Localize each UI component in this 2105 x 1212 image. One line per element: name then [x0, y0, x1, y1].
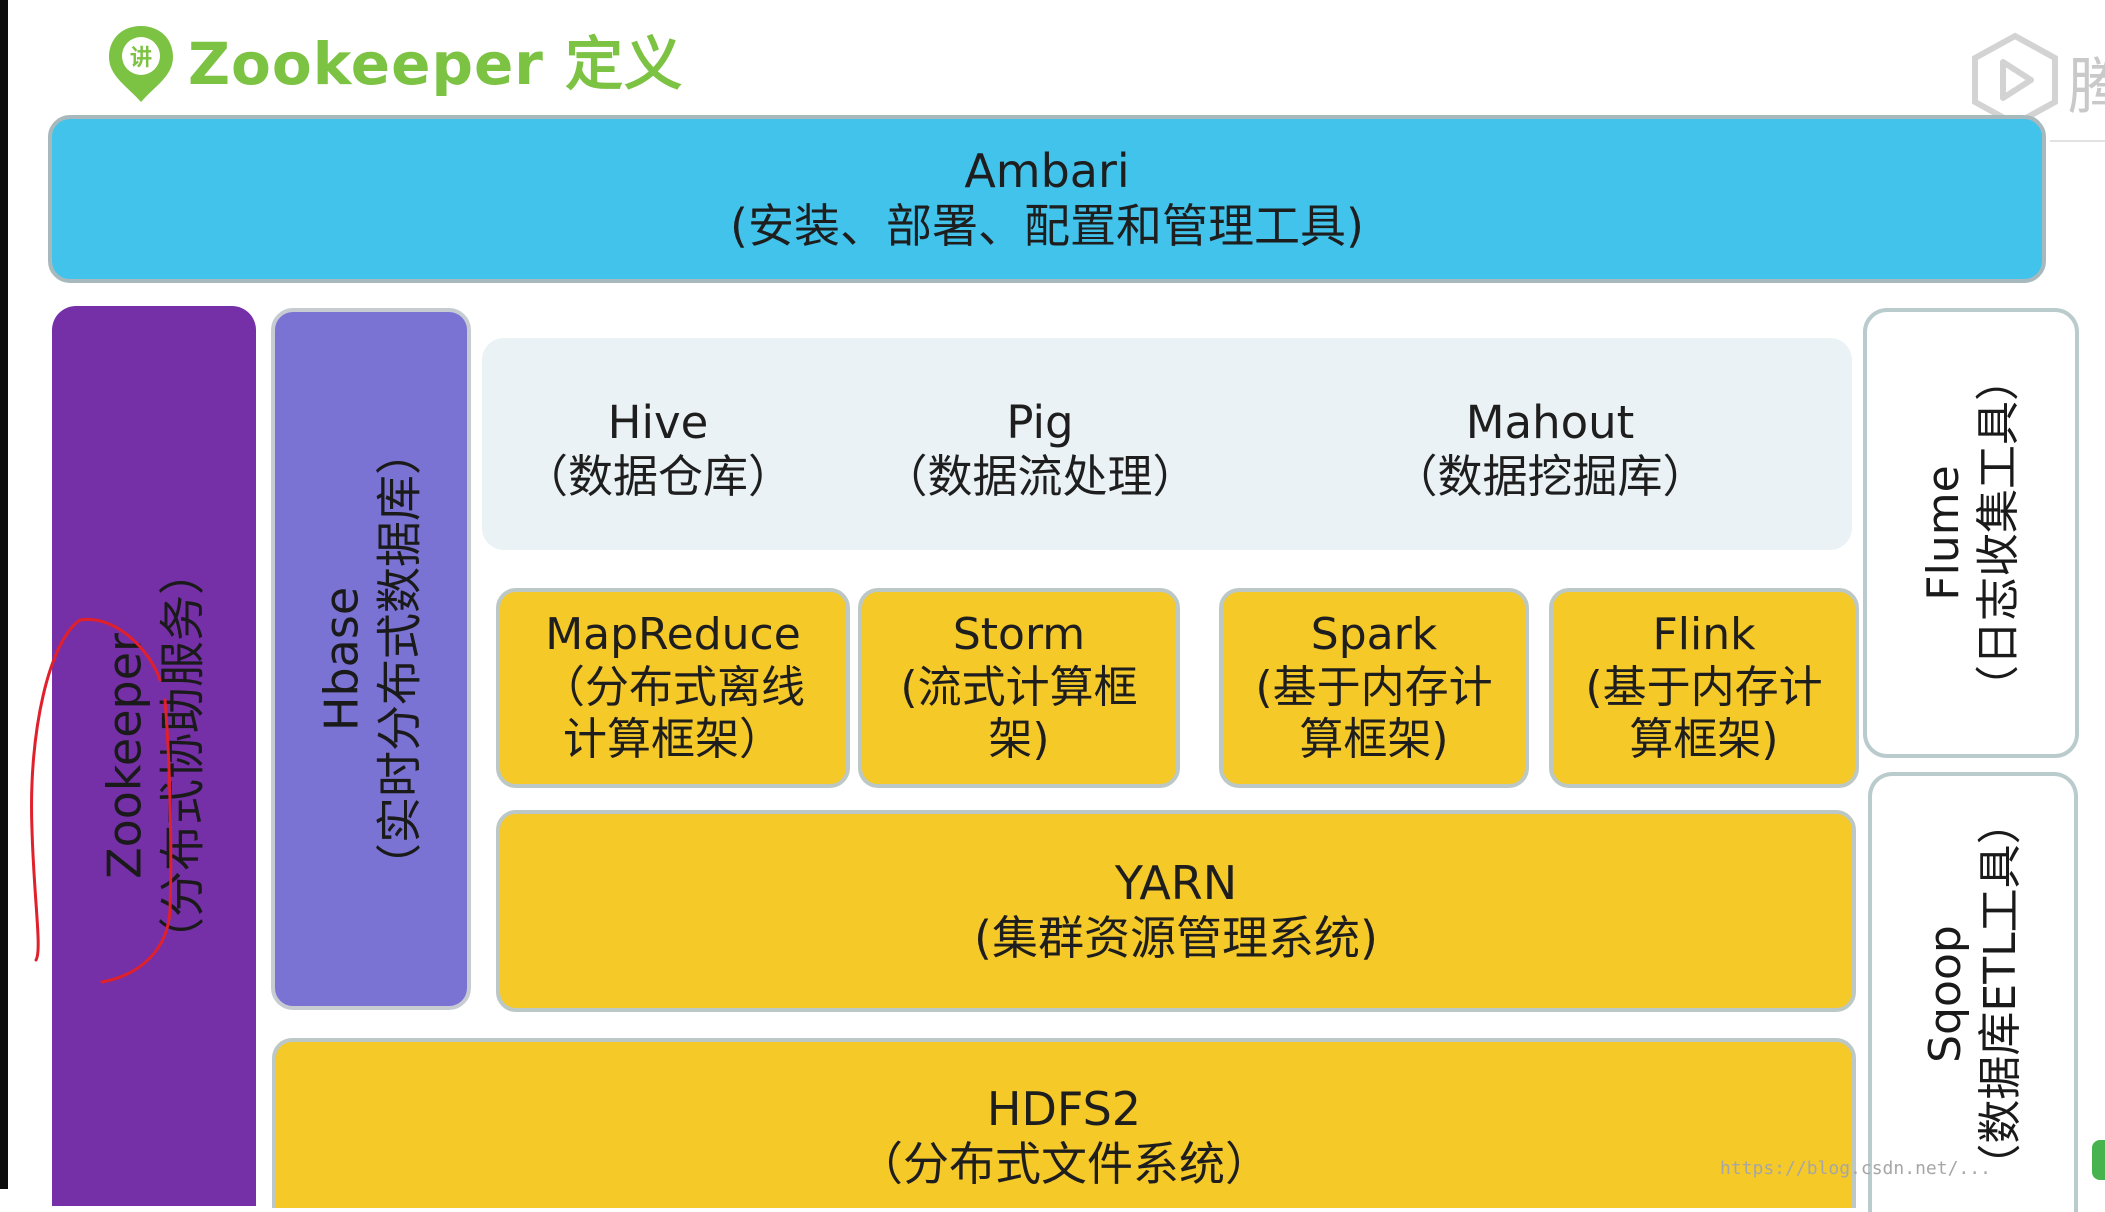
- pig-name: Pig: [1006, 396, 1074, 449]
- brand-char: 腾: [2068, 50, 2105, 123]
- ambari-name: Ambari: [964, 143, 1130, 198]
- mahout-desc: （数据挖掘库）: [1392, 450, 1708, 503]
- hdfs-name: HDFS2: [986, 1082, 1142, 1136]
- mapreduce-name: MapReduce: [545, 608, 801, 660]
- logo-char: 讲: [130, 46, 152, 71]
- ambari-desc: (安装、部署、配置和管理工具): [730, 199, 1364, 253]
- yarn-box: YARN (集群资源管理系统): [496, 810, 1856, 1012]
- hbase-desc: （实时分布式数据库）: [372, 429, 426, 889]
- spark-desc-line1: (基于内存计: [1255, 661, 1493, 713]
- spark-box: Spark (基于内存计 算框架): [1219, 588, 1529, 788]
- zookeeper-box: Zookeeper （分布式协助服务）: [52, 306, 256, 1206]
- corner-widget[interactable]: [2092, 1140, 2105, 1180]
- hdfs-desc: （分布式文件系统）: [857, 1137, 1271, 1192]
- page-title: Zookeeper 定义: [188, 30, 684, 98]
- flume-name: Flume: [1918, 465, 1969, 601]
- flume-desc: （日志收集工具）: [1973, 357, 2024, 709]
- flink-desc-line2: 算框架): [1629, 714, 1779, 766]
- analysis-layer: [482, 338, 1852, 550]
- hbase-box: Hbase （实时分布式数据库）: [271, 308, 471, 1010]
- pig-block: Pig （数据流处理）: [870, 380, 1210, 520]
- spark-name: Spark: [1310, 608, 1438, 660]
- mahout-name: Mahout: [1465, 396, 1635, 449]
- flume-box: Flume （日志收集工具）: [1863, 308, 2079, 758]
- hbase-name: Hbase: [314, 586, 369, 732]
- storm-name: Storm: [952, 608, 1086, 660]
- storm-desc-line1: (流式计算框: [900, 661, 1138, 713]
- sqoop-desc: （数据库ETL工具）: [1975, 800, 2026, 1188]
- mapreduce-desc-line2: 计算框架）: [563, 714, 783, 766]
- mapreduce-desc-line1: （分布式离线: [541, 661, 805, 713]
- mapreduce-box: MapReduce （分布式离线 计算框架）: [496, 588, 850, 788]
- sqoop-box: Sqoop （数据库ETL工具）: [1868, 772, 2078, 1212]
- storm-desc-line2: 架): [988, 714, 1050, 766]
- flink-desc-line1: (基于内存计: [1585, 661, 1823, 713]
- flink-name: Flink: [1652, 608, 1756, 660]
- lecture-logo-icon: 讲: [109, 26, 173, 102]
- spark-desc-line2: 算框架): [1299, 714, 1449, 766]
- pig-desc: （数据流处理）: [882, 450, 1198, 503]
- mahout-block: Mahout （数据挖掘库）: [1370, 380, 1730, 520]
- yarn-name: YARN: [1114, 855, 1238, 910]
- ambari-box: Ambari (安装、部署、配置和管理工具): [48, 115, 2046, 283]
- header-divider: [2050, 140, 2105, 142]
- url-watermark: https://blog.csdn.net/...: [1720, 1158, 1991, 1179]
- hive-name: Hive: [607, 396, 709, 449]
- flink-box: Flink (基于内存计 算框架): [1549, 588, 1859, 788]
- hive-block: Hive （数据仓库）: [508, 380, 808, 520]
- storm-box: Storm (流式计算框 架): [858, 588, 1180, 788]
- left-edge-bar: [0, 0, 8, 1189]
- hdfs-box: HDFS2 （分布式文件系统）: [272, 1038, 1856, 1208]
- hive-desc: （数据仓库）: [522, 450, 793, 503]
- yarn-desc: (集群资源管理系统): [974, 911, 1378, 965]
- red-annotation-circle: [30, 617, 173, 984]
- sqoop-name: Sqoop: [1920, 925, 1971, 1063]
